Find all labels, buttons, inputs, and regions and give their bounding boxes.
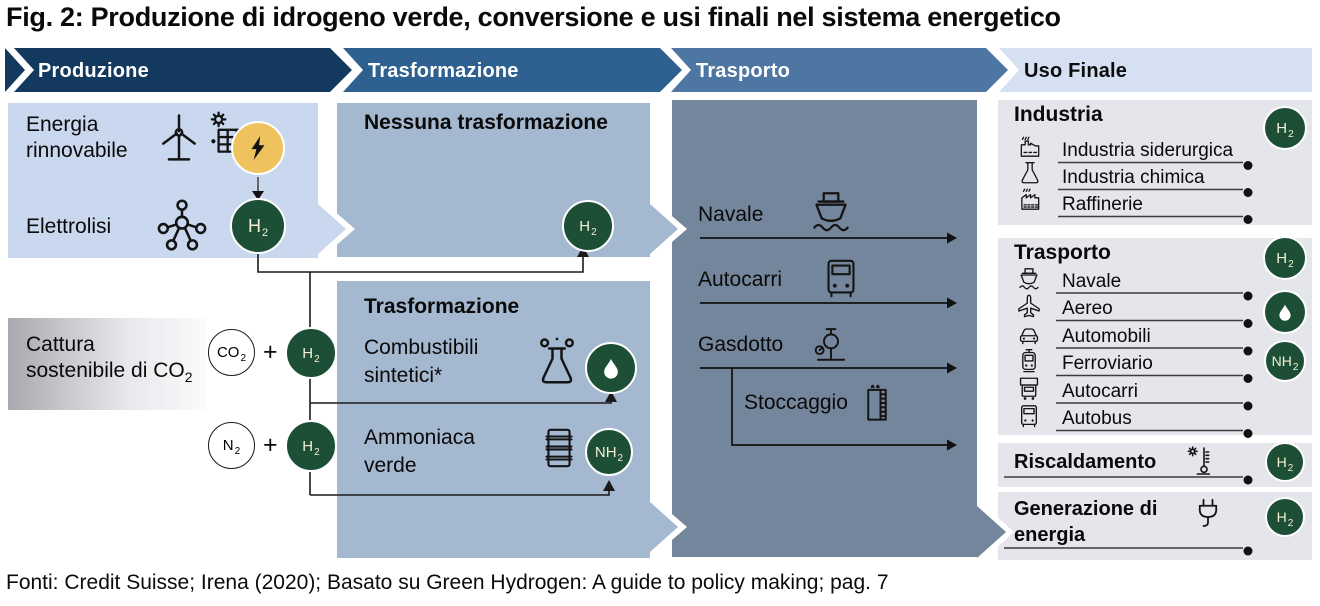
nh2-badge-end-transport: NH2 [1264,340,1306,382]
electricity-badge [231,121,285,175]
co2-capture-label: Cattura sostenibile di CO2 [26,333,193,386]
transformation-title: Trasformazione [364,295,520,318]
lightning-icon [245,131,271,165]
plus-sign-co2: + [263,338,278,366]
stage-label-end-use: Uso Finale [1024,60,1128,82]
end-use-transport-title: Trasporto [1014,241,1111,264]
n2-badge: N2 [208,422,255,469]
transport-pipeline-label: Gasdotto [698,333,784,356]
train-icon [1014,348,1044,375]
stage-label-transformation: Trasformazione [368,60,519,82]
end-transport-item: Automobili [1062,326,1151,347]
transport-trucks-label: Autocarri [698,268,783,291]
heating-title: Riscaldamento [1014,451,1157,473]
synthetic-fuel-badge [585,342,637,394]
end-transport-item: Autocarri [1062,381,1139,402]
truck-icon [1014,376,1044,403]
industry-title: Industria [1014,103,1103,126]
chemical-industry-icon [1016,160,1044,186]
h2-badge-power: H2 [1265,497,1305,537]
nh2-badge: NH2 [585,428,633,476]
electrolysis-label: Elettrolisi [26,215,112,238]
droplet-icon [600,356,622,381]
end-transport-item: Navale [1062,271,1122,292]
airplane-icon [1014,293,1044,320]
car-icon [1014,320,1044,347]
end-transport-item: Ferroviario [1062,353,1153,374]
industry-item: Industria siderurgica [1062,140,1234,161]
stage-label-production: Produzione [38,60,149,82]
truck-icon [818,256,864,302]
steel-industry-icon [1016,134,1044,160]
end-use-transport-box [998,238,1312,435]
stage-label-transport: Trasporto [696,60,791,82]
co2-badge: CO2 [208,329,255,376]
transport-shipping-label: Navale [698,203,764,226]
ship-icon [804,188,858,238]
transformation-box [337,281,650,558]
figure-title: Fig. 2: Produzione di idrogeno verde, co… [6,2,1061,32]
droplet-icon [1276,302,1294,323]
h2-badge-heating: H2 [1265,442,1305,482]
h2-badge-no-transformation: H2 [562,200,614,252]
storage-label: Stoccaggio [744,391,848,414]
source-note: Fonti: Credit Suisse; Irena (2020); Basa… [6,571,889,594]
h2-badge-industry: H2 [1263,106,1307,150]
fuel-badge-end-transport [1263,290,1307,334]
bus-icon [1014,403,1044,430]
h2-badge-co2-row: H2 [285,327,337,379]
h2-badge-n2-row: H2 [285,420,337,472]
transport-box [672,100,977,557]
end-transport-item: Aereo [1062,298,1113,319]
end-transport-item: Autobus [1062,408,1132,429]
co2-capture-box [8,318,206,410]
plus-sign-n2: + [263,431,278,459]
h2-badge-electrolysis: H2 [230,198,286,254]
h2-badge-end-transport: H2 [1263,236,1307,280]
ammonia-barrel-icon [536,422,582,474]
refinery-icon [1016,187,1044,213]
heating-box [998,443,1312,487]
industry-item: Industria chimica [1062,167,1205,188]
stage-arrow-tail [5,48,25,92]
pipeline-valve-icon [810,322,852,366]
storage-tank-icon [856,380,898,426]
ship-icon [1014,266,1044,293]
heating-thermometer-icon [1184,444,1216,476]
power-plug-icon [1190,496,1226,532]
wind-turbine-icon [152,110,206,166]
no-transformation-title: Nessuna trasformazione [364,111,608,134]
electrolysis-icon [154,196,210,254]
industry-item: Raffinerie [1062,194,1143,215]
synthetic-fuel-flask-icon [530,334,584,390]
